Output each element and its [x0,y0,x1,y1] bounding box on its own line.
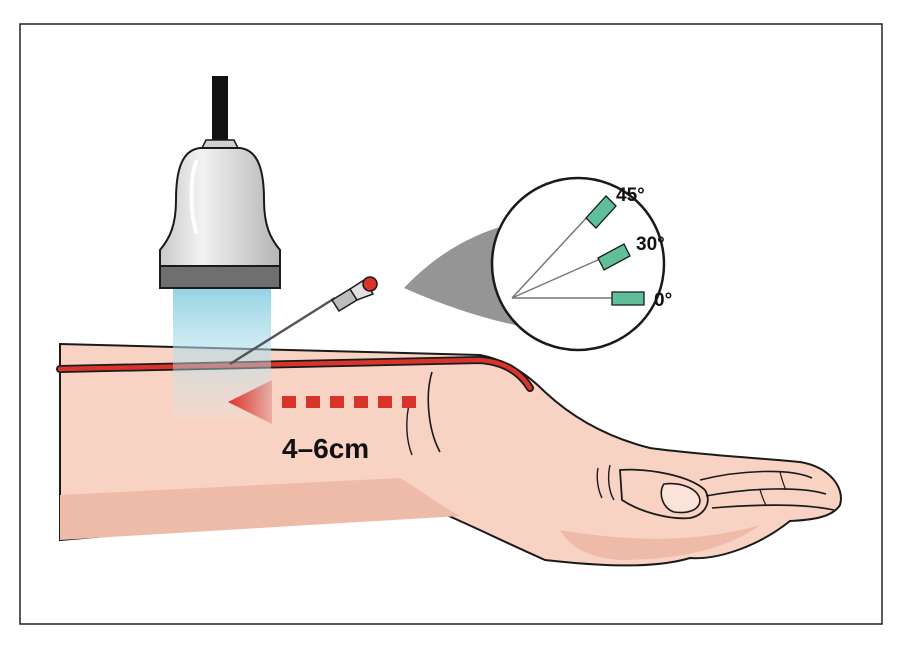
needle-angles: 45° 30° 0° [511,185,672,311]
probe-cable [212,76,228,142]
finger [699,470,813,481]
finger [705,488,827,497]
ultrasound-probe [159,76,281,289]
needle-0-hub [611,291,645,306]
needle-grip [348,278,375,301]
angle-label-30: 30° [636,234,665,255]
needle-angle-callout [490,176,666,352]
wrist-crease [427,371,441,453]
arrow-dash [330,396,344,408]
needle-flashback-cap [362,276,378,292]
probe-highlight [189,160,198,234]
finger-crease [779,471,787,491]
distance-label: 4–6cm [282,433,369,464]
arrow-head [228,380,272,424]
needle-30-shaft [511,258,601,299]
arrow-dash [402,396,416,408]
probe-head [159,265,281,289]
arrow-dash [282,396,296,408]
wrist-crease [596,467,603,499]
distance-arrow [228,380,416,424]
callout-pointer [404,222,520,326]
thumbnail [660,482,701,514]
radial-artery-lumen [57,357,533,391]
probe-neck [200,139,240,149]
angle-label-45: 45° [616,185,645,206]
needle-45-hub [585,195,617,229]
forearm-underside-shadow [60,478,460,540]
arrow-dash [354,396,368,408]
angle-label-0: 0° [654,290,672,311]
arrow-dash [306,396,320,408]
finger [711,504,835,511]
needle-30-hub [597,243,631,271]
arrow-dash [378,396,392,408]
wrist-crease [607,464,615,501]
needle-45-shaft [511,213,591,299]
needle-shaft [229,296,336,366]
finger-crease [759,489,767,506]
palm-shadow [560,525,760,560]
cannulation-needle [229,276,378,366]
